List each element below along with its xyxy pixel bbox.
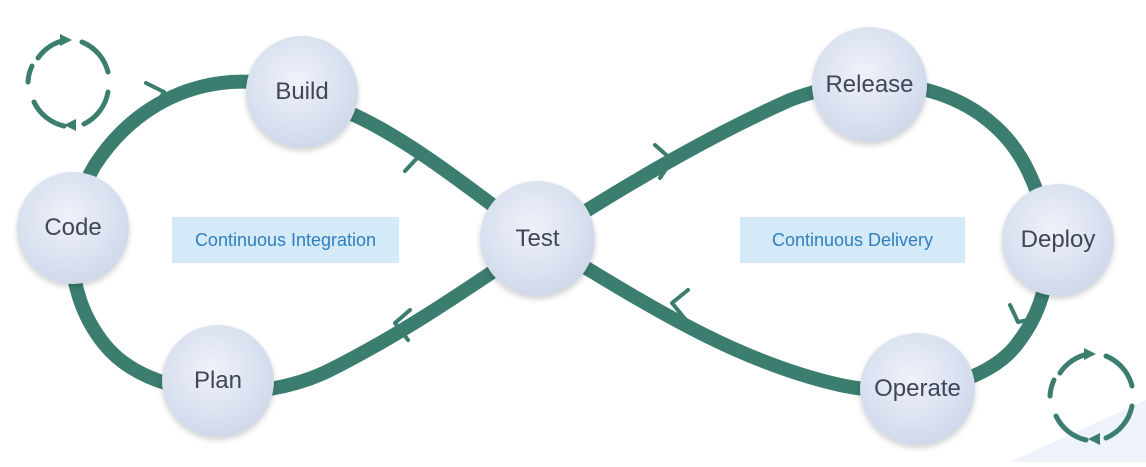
node-build: Build (246, 36, 358, 148)
label-continuous-integration: Continuous Integration (172, 217, 399, 263)
node-test: Test (480, 181, 595, 296)
arrow-icon (670, 288, 690, 322)
arrow-icon (1008, 303, 1040, 324)
node-release: Release (812, 27, 927, 142)
node-code: Code (17, 172, 129, 284)
node-deploy: Deploy (1002, 184, 1114, 296)
arrow-icon (144, 81, 166, 110)
label-continuous-delivery: Continuous Delivery (740, 217, 965, 263)
arrow-icon (401, 141, 422, 173)
node-plan: Plan (162, 325, 274, 437)
background-wash (1010, 400, 1146, 462)
node-operate: Operate (860, 333, 975, 445)
cycle-arrows-icon (25, 34, 111, 131)
arrow-icon (653, 143, 674, 180)
cycle-arrows-icon (1047, 348, 1135, 445)
arrow-icon (393, 308, 412, 342)
